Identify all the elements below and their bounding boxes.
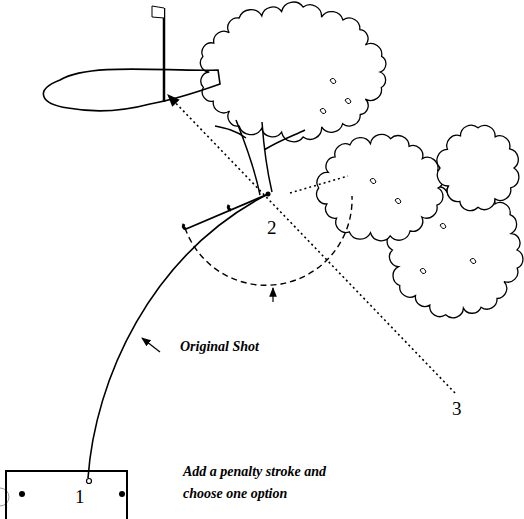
tree-crown — [200, 2, 385, 142]
note: Add a penalty stroke and choose one opti… — [183, 461, 358, 505]
callout-number: 1 — [75, 486, 126, 508]
leaf-mark — [420, 268, 426, 273]
relief-arc — [185, 196, 352, 285]
arc-arrow — [272, 288, 273, 302]
shot-path — [88, 194, 268, 478]
leaf-mark — [440, 223, 446, 228]
shot-arrow — [142, 338, 160, 352]
tee-ball — [87, 479, 92, 484]
flag-pole — [163, 8, 166, 102]
leaf-mark — [345, 98, 351, 103]
tree-crown — [317, 134, 444, 240]
tee-marker — [119, 491, 125, 497]
leaf-mark — [320, 108, 326, 113]
ball — [266, 192, 271, 197]
tree-crown — [437, 125, 519, 210]
leaf-mark — [370, 178, 376, 183]
tee-marker — [19, 491, 25, 497]
club-lengths — [186, 195, 266, 229]
leaf-mark — [470, 258, 476, 263]
callout-number: 2 — [267, 217, 277, 239]
leaf-mark — [330, 78, 336, 83]
putting-green — [43, 69, 220, 111]
club-head — [183, 205, 231, 229]
leaf-mark — [395, 198, 401, 203]
back-on-line — [168, 95, 455, 393]
tree-line — [290, 176, 348, 193]
tee-box: 1 — [5, 470, 128, 519]
trees — [200, 2, 523, 318]
flag — [152, 6, 164, 18]
shot-label: Original Shot — [180, 336, 259, 358]
callout-number: 3 — [452, 398, 462, 420]
